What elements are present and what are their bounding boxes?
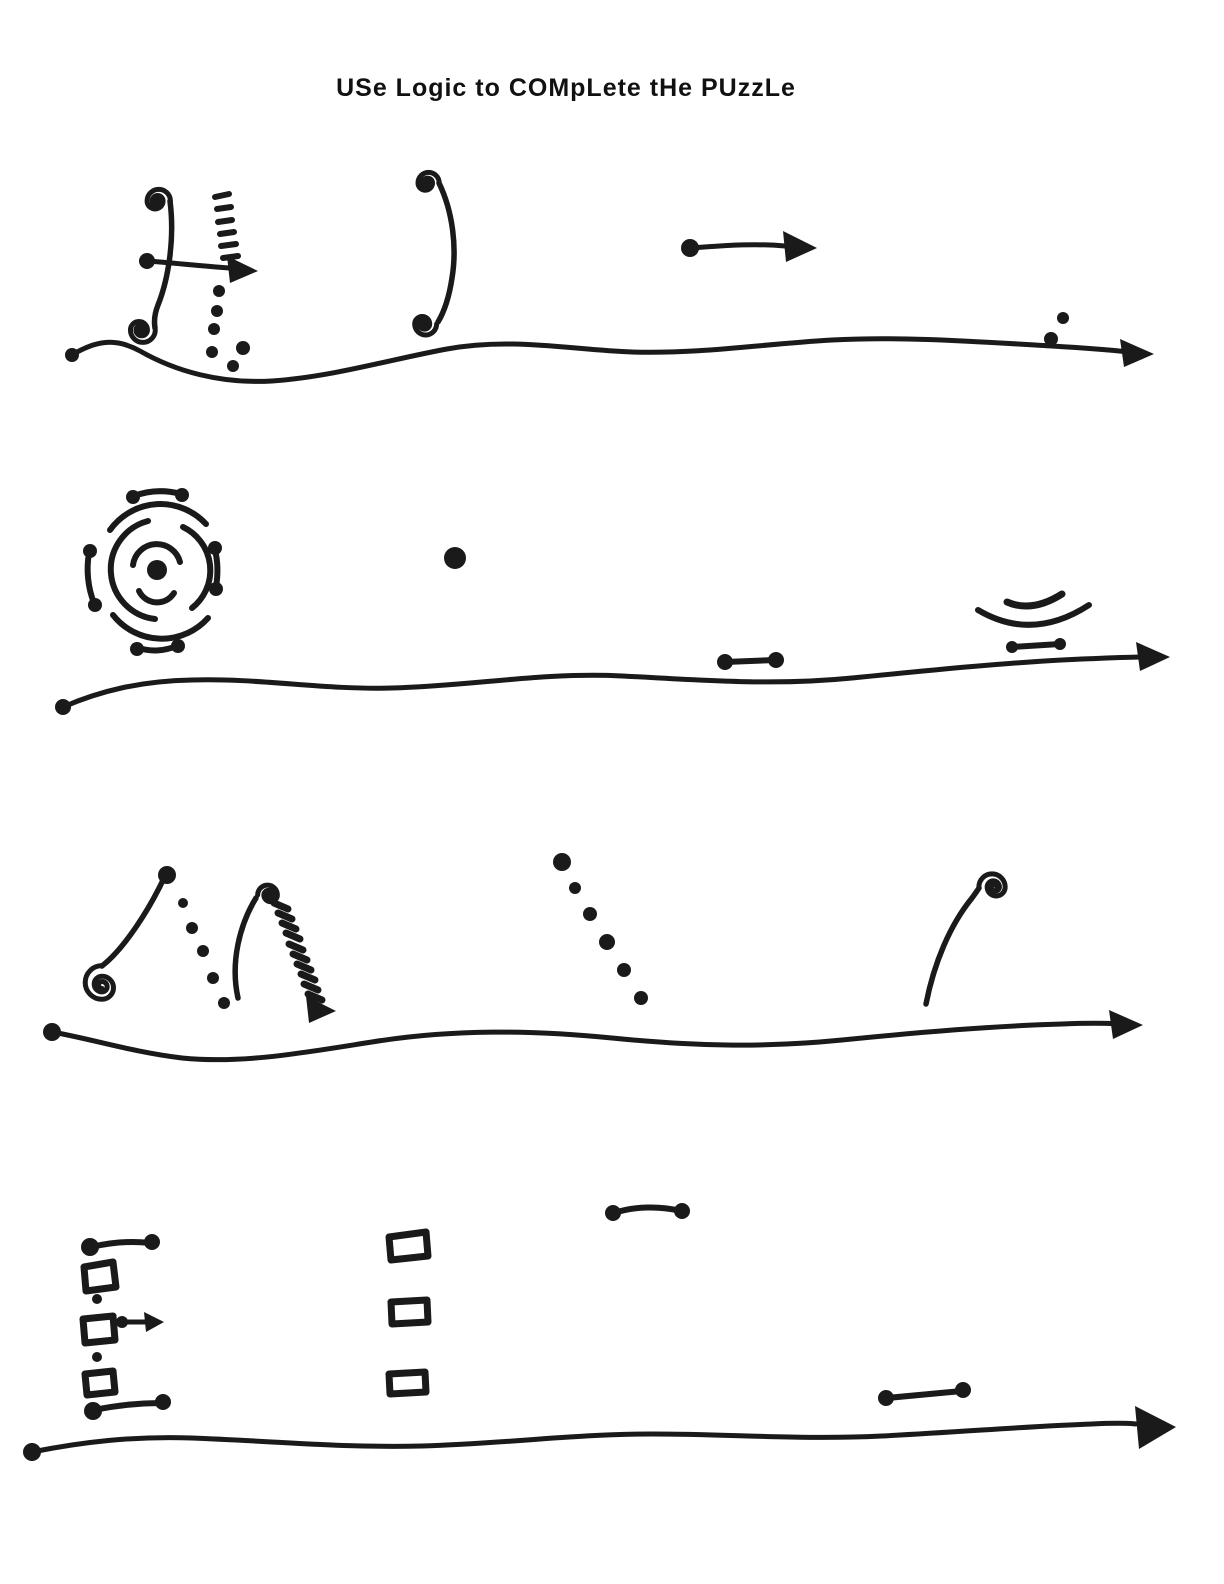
- spiral-icon: [979, 874, 1005, 896]
- dot-ended-segment-icon: [717, 652, 784, 670]
- satellite-segment-top: [126, 488, 189, 504]
- dashed-line-icon: [212, 191, 241, 261]
- row-1-baseline-wavy-arrow: [65, 336, 1154, 384]
- square-icon: [385, 1228, 432, 1264]
- rising-stroke: [99, 875, 167, 969]
- cross-arrow-icon: [139, 253, 258, 283]
- spiral-hook-figure: [130, 189, 258, 372]
- dot-trail-icon: [178, 898, 230, 1009]
- orbit-target-figure: [83, 488, 223, 656]
- spiral-icon: [85, 966, 113, 1000]
- row-4-baseline-wavy-arrow: [23, 1406, 1176, 1461]
- dot-trail-icon: [206, 285, 250, 372]
- middle-right-arc: [180, 524, 214, 611]
- wavy-line: [60, 654, 1147, 710]
- row-1: [65, 172, 1154, 384]
- bracket-curve: [435, 180, 457, 325]
- small-smile-arc: [1003, 590, 1066, 610]
- spiral-icon: [130, 322, 155, 343]
- dot-ended-segment-icon: [878, 1382, 971, 1406]
- inner-top-arc: [130, 541, 183, 568]
- spiral-icon: [147, 189, 170, 209]
- large-dot-icon: [444, 547, 466, 569]
- square-icon: [80, 1258, 120, 1295]
- square-icon: [387, 1296, 432, 1328]
- row-2-baseline-wavy-arrow: [55, 642, 1170, 715]
- spiral-stem: [151, 198, 175, 331]
- small-dot: [92, 1352, 102, 1362]
- target-center-dot: [147, 560, 167, 580]
- middle-left-arc: [107, 518, 158, 622]
- wavy-line: [69, 336, 1133, 384]
- hatched-diagonal-icon: [270, 899, 326, 1004]
- wavy-line: [29, 1420, 1139, 1455]
- page-title: USe Logic to COMpLete tHe PUzzLe: [336, 74, 796, 102]
- outer-top-arc: [107, 501, 209, 533]
- arrowhead-icon: [1109, 1010, 1143, 1039]
- rising-stroke: [232, 895, 259, 1001]
- square-icon: [79, 1312, 119, 1347]
- inner-bottom-arc: [136, 588, 177, 606]
- arrowhead-icon: [306, 996, 336, 1023]
- crozier-stem: [923, 885, 982, 1007]
- nested-arcs-figure: [975, 590, 1092, 653]
- arrowhead-icon: [1136, 642, 1170, 671]
- dot-ended-segment-icon: [605, 1203, 690, 1221]
- m-figure: [85, 866, 336, 1023]
- wavy-line: [49, 1020, 1121, 1063]
- spiral-bracket-figure: [415, 172, 457, 335]
- diagonal-dot-trail-icon: [553, 853, 648, 1005]
- dot-ended-segment-icon: [81, 1234, 160, 1256]
- square-ladder-figure: [79, 1234, 171, 1420]
- row-4: [23, 1203, 1176, 1461]
- dot-ended-segment-icon: [1006, 638, 1066, 653]
- large-smile-arc: [975, 602, 1092, 628]
- spiral-icon: [418, 172, 439, 190]
- square-column-figure: [385, 1228, 432, 1398]
- crozier-figure: [923, 874, 1005, 1007]
- dot-tail-arrow-icon: [681, 231, 817, 262]
- row-3-baseline-wavy-arrow: [43, 1010, 1143, 1063]
- square-icon: [385, 1368, 430, 1398]
- arrowhead-icon: [1135, 1406, 1176, 1449]
- spiral-icon: [258, 885, 278, 902]
- small-dot: [92, 1294, 102, 1304]
- dot-ended-segment-icon: [84, 1394, 171, 1420]
- small-arrow-icon: [116, 1312, 164, 1332]
- row-3: [43, 853, 1143, 1063]
- spiral-icon: [415, 317, 437, 335]
- outer-bottom-arc: [110, 612, 211, 642]
- stroke-end-dot: [158, 866, 176, 884]
- arrowhead-icon: [1120, 339, 1154, 367]
- satellite-segment-right: [208, 541, 223, 596]
- square-icon: [81, 1367, 119, 1399]
- satellite-segment-bottom: [130, 639, 185, 656]
- dot-pair-icon: [1044, 312, 1069, 346]
- row-2: [55, 488, 1170, 715]
- satellite-segment-left: [83, 544, 102, 612]
